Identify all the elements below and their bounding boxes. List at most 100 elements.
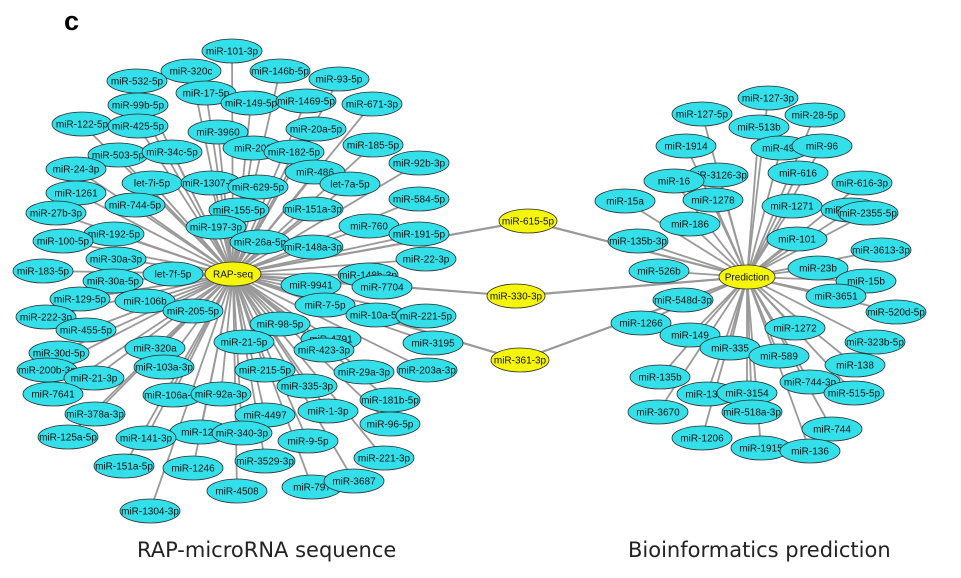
mirna-node-label: miR-138 bbox=[836, 361, 874, 372]
mirna-node: miR-1278 bbox=[682, 187, 744, 213]
mirna-node: let-7f-5p bbox=[142, 261, 204, 287]
mirna-node-label: miR-222-3p bbox=[20, 313, 73, 324]
mirna-node: miR-24-3p bbox=[45, 156, 107, 182]
mirna-node-label: miR-503-5p bbox=[92, 151, 145, 162]
mirna-node-label: miR-203a-3p bbox=[398, 366, 456, 377]
mirna-node: miR-221-3p bbox=[353, 445, 415, 471]
mirna-node-shape bbox=[12, 258, 74, 284]
mirna-node-shape bbox=[32, 228, 94, 254]
mirna-node: miR-526b bbox=[628, 258, 690, 284]
mirna-node-label: miR-96-5p bbox=[367, 420, 414, 431]
mirna-node-shape bbox=[187, 119, 249, 145]
mirna-node-shape bbox=[671, 101, 733, 127]
mirna-node-shape bbox=[293, 337, 355, 363]
mirna-node-shape bbox=[791, 133, 853, 159]
mirna-node-label: miR-320a bbox=[133, 344, 177, 355]
mirna-node-label: miR-1272 bbox=[773, 324, 817, 335]
mirna-node-label: miR-744-5p bbox=[109, 201, 162, 212]
mirna-node-shape bbox=[308, 66, 370, 92]
mirna-node-shape bbox=[104, 192, 166, 218]
mirna-node-label: miR-335 bbox=[711, 344, 749, 355]
edge-rap-spoke bbox=[134, 204, 234, 275]
mirna-node-shape bbox=[341, 91, 403, 117]
mirna-node: miR-125a-5p bbox=[37, 424, 99, 450]
mirna-node: miR-584-5p bbox=[388, 186, 450, 212]
mirna-node: miR-513b bbox=[728, 114, 790, 140]
mirna-node-label: miR-3670 bbox=[636, 408, 680, 419]
mirna-node: miR-186 bbox=[659, 211, 721, 237]
mirna-node-label: miR-455-5p bbox=[60, 326, 113, 337]
mirna-node-shape bbox=[282, 234, 344, 260]
mirna-node: miR-1914 bbox=[655, 133, 717, 159]
mirna-node-shape bbox=[201, 38, 263, 64]
mirna-node-label: miR-7-5p bbox=[304, 301, 346, 312]
mirna-node-label: miR-93-5p bbox=[316, 75, 363, 86]
mirna-node: miR-92a-3p bbox=[190, 381, 252, 407]
mirna-node-label: miR-9-5p bbox=[287, 437, 329, 448]
rap-seq-hub-node: RAP-seq bbox=[204, 261, 262, 287]
mirna-node-shape bbox=[761, 193, 823, 219]
mirna-node: miR-101-3p bbox=[201, 38, 263, 64]
edge-rap-spoke bbox=[232, 273, 385, 459]
mirna-node: miR-1469-5p bbox=[275, 88, 337, 114]
mirna-node-label: miR-146b-5p bbox=[251, 67, 309, 78]
mirna-node: miR-532-5p bbox=[106, 68, 168, 94]
mirna-node-label: miR-106a-5p bbox=[144, 391, 202, 402]
mirna-node: miR-548d-3p bbox=[652, 287, 714, 313]
mirna-node-label: miR-616-3p bbox=[836, 179, 889, 190]
mirna-node: let-7a-5p bbox=[319, 171, 381, 197]
shared-mirna-node-label: miR-361-3p bbox=[494, 356, 547, 367]
mirna-node: miR-99b-5p bbox=[107, 92, 169, 118]
mirna-node-label: miR-629-5p bbox=[232, 183, 285, 194]
mirna-node: miR-3651 bbox=[805, 283, 867, 309]
mirna-node-shape bbox=[627, 399, 689, 425]
mirna-node-shape bbox=[185, 214, 247, 240]
mirna-node-label: miR-3154 bbox=[725, 389, 769, 400]
shared-mirna-node-label: miR-330-3p bbox=[490, 292, 543, 303]
mirna-node: miR-215-5p bbox=[234, 357, 296, 383]
mirna-node: miR-7704 bbox=[351, 274, 413, 300]
shared-mirna-node-shape bbox=[498, 208, 558, 234]
mirna-node: miR-98-5p bbox=[249, 311, 311, 337]
mirna-node-shape bbox=[402, 330, 464, 356]
edge-rap-spoke bbox=[232, 273, 238, 492]
mirna-node-label: miR-1914 bbox=[664, 142, 708, 153]
mirna-node: miR-181b-5p bbox=[359, 387, 421, 413]
edge-rap-spoke bbox=[232, 258, 427, 275]
mirna-node-label: miR-9941 bbox=[289, 281, 333, 292]
shared-mirna-node: miR-330-3p bbox=[486, 283, 546, 309]
mirna-node-shape bbox=[162, 298, 224, 324]
mirna-node-shape bbox=[351, 274, 413, 300]
mirna-node-shape bbox=[190, 381, 252, 407]
mirna-node-shape bbox=[748, 343, 810, 369]
mirna-node-shape bbox=[659, 211, 721, 237]
mirna-node-label: miR-548d-3p bbox=[654, 296, 712, 307]
mirna-node-label: miR-3195 bbox=[411, 339, 455, 350]
mirna-node-label: miR-744-3p bbox=[784, 378, 837, 389]
mirna-node-label: miR-103a-3p bbox=[135, 363, 193, 374]
mirna-node-label: miR-1307-3p bbox=[182, 179, 240, 190]
mirna-node: miR-127-3p bbox=[737, 85, 799, 111]
mirna-node-label: miR-96 bbox=[806, 142, 839, 153]
mirna-node-label: miR-200 bbox=[234, 144, 272, 155]
edge-prediction-spoke bbox=[712, 199, 748, 278]
mirna-node-label: miR-92b-3p bbox=[393, 159, 446, 170]
mirna-node: miR-3670 bbox=[627, 399, 689, 425]
mirna-node-label: miR-616 bbox=[779, 169, 817, 180]
mirna-node-label: miR-518a-3p bbox=[723, 408, 781, 419]
mirna-node: miR-616 bbox=[767, 160, 829, 186]
mirna-node: miR-3960 bbox=[187, 119, 249, 145]
edge-rap-spoke bbox=[75, 192, 234, 275]
mirna-node-label: miR-1271 bbox=[770, 202, 814, 213]
mirna-node-shape bbox=[784, 102, 846, 128]
mirna-node: miR-320c bbox=[160, 58, 222, 84]
mirna-node: miR-136 bbox=[779, 438, 841, 464]
mirna-node-label: miR-423-3p bbox=[298, 346, 351, 357]
mirna-node-shape bbox=[805, 283, 867, 309]
mirna-node-label: miR-149 bbox=[671, 331, 709, 342]
mirna-node-shape bbox=[671, 425, 733, 451]
mirna-node-label: miR-100-5p bbox=[37, 237, 90, 248]
edge-prediction-spoke bbox=[746, 172, 799, 278]
mirna-node-label: miR-98-5p bbox=[257, 320, 304, 331]
